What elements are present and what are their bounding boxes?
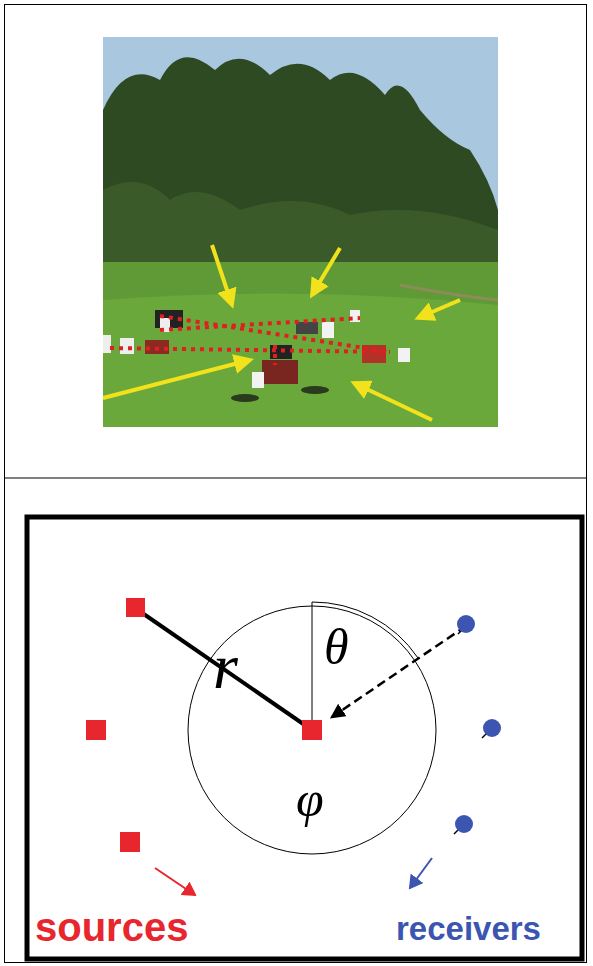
divider	[4, 478, 587, 479]
field-photo	[103, 37, 498, 427]
angle-symbol: θ	[324, 618, 349, 676]
source-pointer	[155, 868, 195, 895]
geometry-sketch	[135, 602, 466, 854]
angle-symbol: φ	[296, 770, 324, 828]
receiver-pointer	[410, 858, 432, 888]
radius-symbol: r	[213, 630, 238, 704]
outer-frame	[5, 5, 587, 963]
source-squares	[86, 598, 322, 852]
diagram-frame	[27, 517, 582, 959]
legend-word: sources	[35, 905, 188, 950]
legend-word: receivers	[396, 910, 541, 948]
receiver-dots	[454, 615, 501, 834]
